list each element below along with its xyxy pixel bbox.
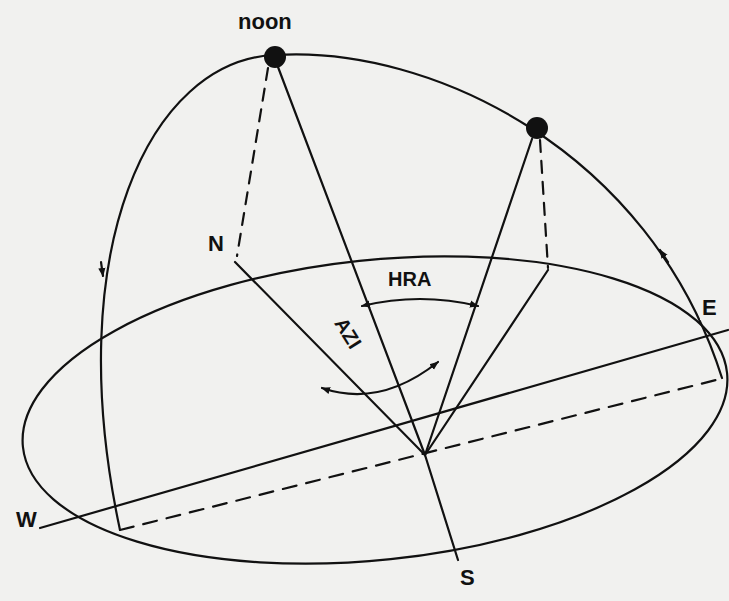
east-west-line: [40, 330, 728, 528]
path-direction-arrow: [101, 262, 103, 276]
direction-label: S: [458, 566, 477, 590]
noon-projection: [237, 68, 268, 256]
sun-noon: [264, 46, 286, 68]
hra-angle-arc: [362, 299, 478, 306]
sun-ray: [425, 139, 532, 455]
azimuth-line: [425, 270, 548, 455]
path-direction-arrow: [660, 250, 668, 262]
north-south-line: [235, 262, 458, 560]
angle-label: AZI: [329, 312, 367, 354]
azi-angle-arc: [322, 362, 438, 394]
angle-label: HRA: [386, 268, 433, 290]
sun-position: [526, 117, 548, 139]
dashed-chord: [120, 378, 724, 530]
direction-label: W: [14, 508, 39, 532]
sun-projection: [540, 140, 548, 268]
sun-label: noon: [236, 10, 294, 34]
direction-label: N: [206, 232, 226, 256]
sun-path-arc: [101, 54, 722, 530]
noon-ray: [278, 67, 425, 455]
direction-label: E: [700, 296, 719, 320]
horizon-ellipse: [7, 224, 729, 596]
